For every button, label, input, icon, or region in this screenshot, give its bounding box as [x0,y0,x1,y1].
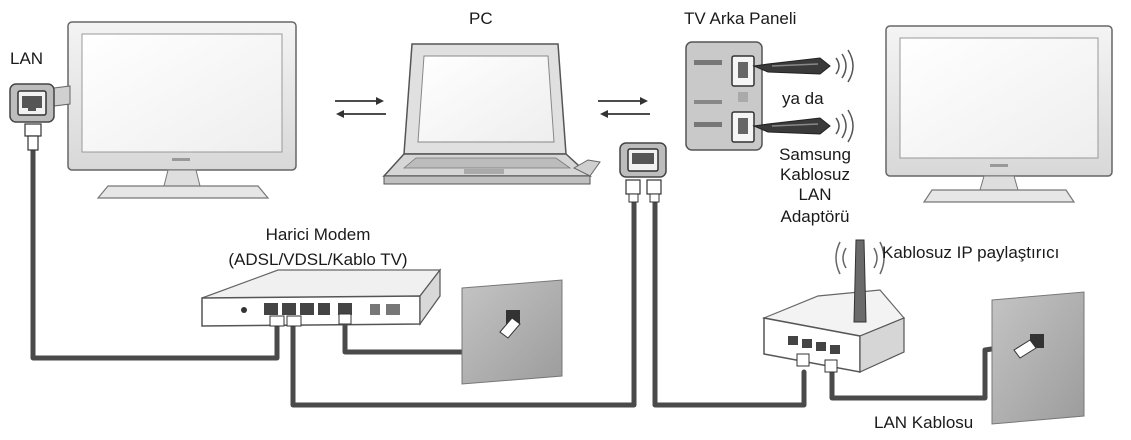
modem-icon [201,268,442,327]
lan-port-icon [619,142,667,203]
wireless-router-label: Kablosuz IP paylaştırıcı [882,243,1060,262]
modem-label-line1: Harici Modem [265,225,371,244]
modem-label-line2: (ADSL/VDSL/Kablo TV) [228,250,408,269]
adapter-label-line1: Samsung [779,145,851,164]
lan-port-label: LAN [10,49,44,68]
adapter-label-line3: LAN [798,185,832,204]
adapter-label-line4: Adaptörü [780,207,850,226]
pc-label: PC [469,9,493,28]
laptop-icon [382,43,601,185]
cable-pc-to-router [652,197,807,408]
wall-socket-icon [991,291,1085,425]
router-icon [761,239,905,373]
tv-back-panel-icon [685,41,763,151]
exchange-arrows-icon [335,97,386,118]
usb-wifi-adapter-icon [752,49,854,143]
lan-cable-label: LAN Kablosu [874,413,974,432]
wall-socket-icon [461,279,563,385]
tv-icon [53,21,297,199]
cable-modem-to-pc [290,197,637,408]
adapter-label-line2: Kablosuz [780,165,850,184]
lan-cables [30,147,1021,408]
exchange-arrows-icon [598,97,650,118]
lan-port-icon [9,83,55,151]
or-label: ya da [782,89,824,108]
tv-icon [885,25,1113,203]
tv-back-panel-label: TV Arka Paneli [684,9,797,28]
cable-tv-to-modem [30,147,280,361]
